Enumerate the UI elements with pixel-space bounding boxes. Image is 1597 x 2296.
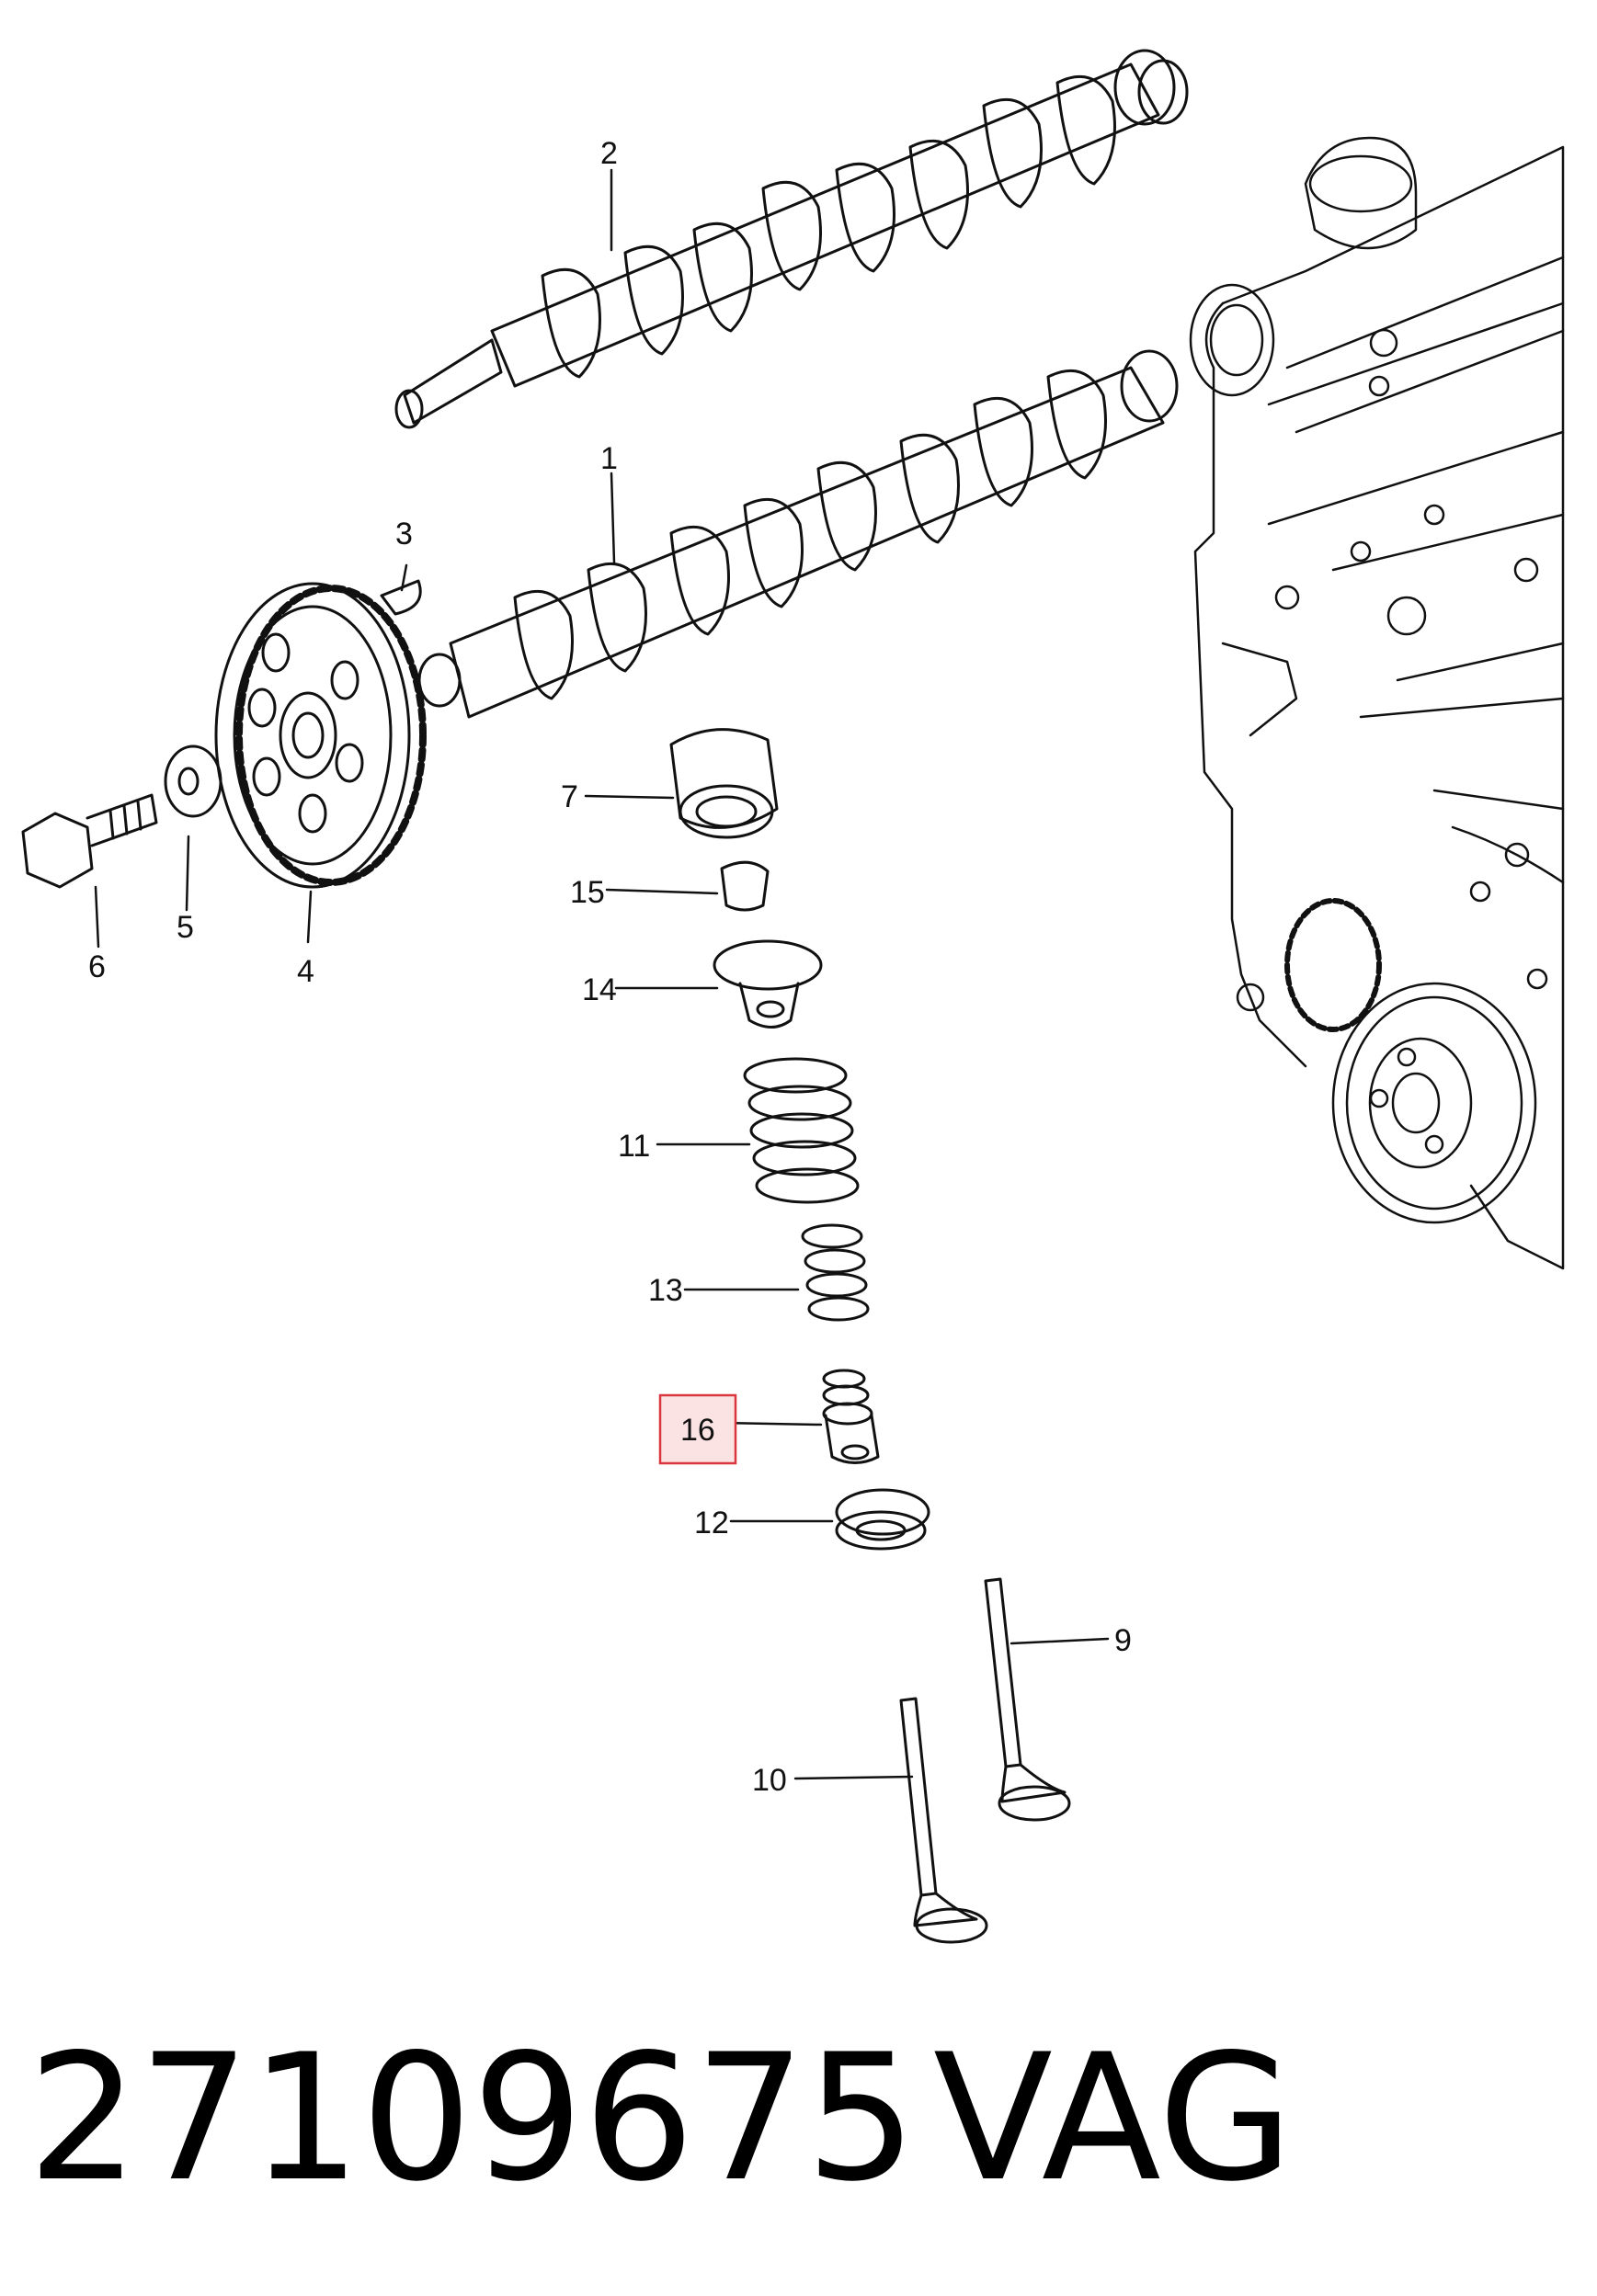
callout-11: 11 [618, 1129, 650, 1164]
spring-seat-12 [835, 1488, 930, 1551]
spring-retainer-14 [713, 939, 823, 1029]
valve-9 [984, 1577, 1071, 1822]
parts-diagram: 1 2 3 4 5 6 7 9 10 11 12 13 14 15 16 [21, 49, 1565, 1944]
highlight-box-16 [658, 1393, 737, 1465]
callout-12: 12 [694, 1506, 729, 1540]
callout-14: 14 [582, 972, 617, 1007]
callout-16: 16 [680, 1413, 715, 1448]
callout-10: 10 [752, 1763, 787, 1798]
valve-10 [899, 1697, 988, 1944]
callout-5: 5 [177, 910, 194, 945]
callout-labels: 1 2 3 4 5 6 7 9 10 11 12 13 14 15 16 [88, 136, 1132, 1798]
callout-4: 4 [297, 954, 314, 989]
outer-spring-11 [743, 1057, 860, 1204]
part-number: 27109675 [28, 2017, 918, 2220]
callout-15: 15 [570, 875, 605, 910]
sprocket-4 [214, 582, 427, 889]
camshaft-1 [417, 349, 1179, 719]
woodruff-key-3 [380, 579, 422, 616]
callout-7: 7 [561, 779, 578, 814]
camshaft-2 [394, 49, 1189, 429]
callout-1: 1 [600, 441, 618, 476]
valve-stem-seal-16 [822, 1369, 880, 1464]
callout-2: 2 [600, 136, 618, 171]
inner-spring-13 [801, 1223, 870, 1322]
washer-5 [164, 744, 222, 818]
brand-name: VAG [933, 2017, 1294, 2220]
cotter-15 [720, 860, 770, 912]
callout-3: 3 [395, 517, 413, 551]
engine-block [1189, 136, 1565, 1270]
bolt-6 [21, 793, 158, 889]
tappet-7 [669, 728, 779, 839]
leader-lines [94, 168, 1110, 1780]
callout-6: 6 [88, 949, 106, 984]
callout-13: 13 [648, 1273, 683, 1308]
callout-9: 9 [1114, 1623, 1132, 1658]
